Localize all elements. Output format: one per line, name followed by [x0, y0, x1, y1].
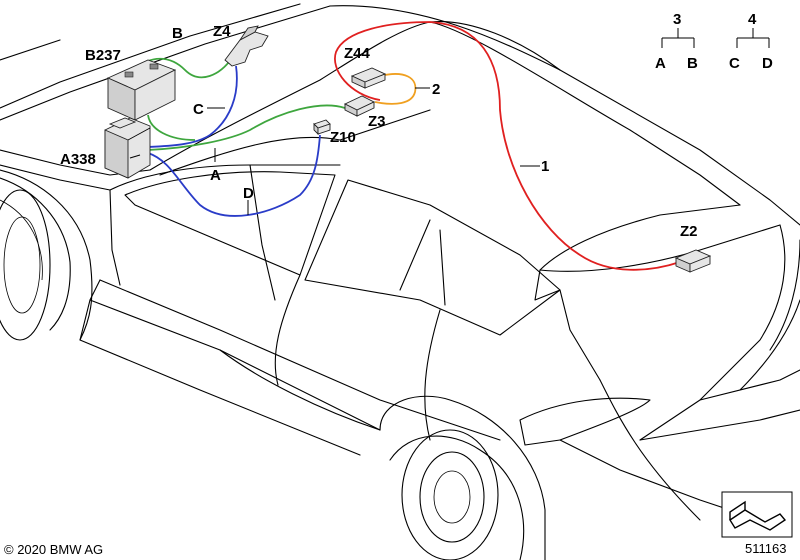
label-wire-b: B: [172, 25, 183, 42]
leader-lines: [129, 87, 540, 215]
label-z2: Z2: [680, 223, 698, 240]
label-b237: B237: [85, 47, 121, 64]
component-labels: B237 Z4 A338 Z44 Z3 Z10 Z2: [60, 23, 698, 240]
module-z3-icon[interactable]: [343, 95, 376, 117]
legend-group-4: 4 C D: [729, 11, 773, 72]
legend-3-number: 3: [673, 11, 681, 28]
module-z44-icon[interactable]: [350, 67, 387, 89]
wiring-harness: [134, 21, 681, 271]
bracket-z4-icon[interactable]: [224, 25, 269, 67]
label-z44: Z44: [344, 45, 371, 62]
wire-2[interactable]: [374, 73, 417, 105]
label-wire-2: 2: [432, 81, 440, 98]
wire-a-branch[interactable]: [147, 114, 196, 141]
label-wire-a: A: [210, 167, 221, 184]
battery-b237-icon[interactable]: [106, 59, 177, 121]
module-a338-icon[interactable]: [104, 117, 151, 179]
wire-c[interactable]: [147, 65, 238, 148]
legend-4-left: C: [729, 55, 740, 72]
legend-3-right: B: [687, 55, 698, 72]
connector-z10-icon[interactable]: [313, 119, 331, 136]
label-z3: Z3: [368, 113, 386, 130]
cable-set-icon: [721, 491, 793, 538]
legend-4-number: 4: [748, 11, 757, 28]
module-z2-icon[interactable]: [674, 249, 712, 273]
legend-3-left: A: [655, 55, 666, 72]
label-z10: Z10: [330, 129, 356, 146]
wire-1[interactable]: [334, 21, 681, 271]
copyright-text: © 2020 BMW AG: [4, 542, 103, 557]
diagram-number: 511163: [745, 541, 786, 556]
legend-4-right: D: [762, 55, 773, 72]
label-wire-d: D: [243, 185, 254, 202]
label-a338: A338: [60, 151, 96, 168]
wire-labels: B C A D 1 2: [172, 25, 549, 202]
label-wire-c: C: [193, 101, 204, 118]
legend-group-3: 3 A B: [655, 11, 698, 72]
label-z4: Z4: [213, 23, 231, 40]
label-wire-1: 1: [541, 158, 549, 175]
wire-a[interactable]: [147, 104, 346, 151]
